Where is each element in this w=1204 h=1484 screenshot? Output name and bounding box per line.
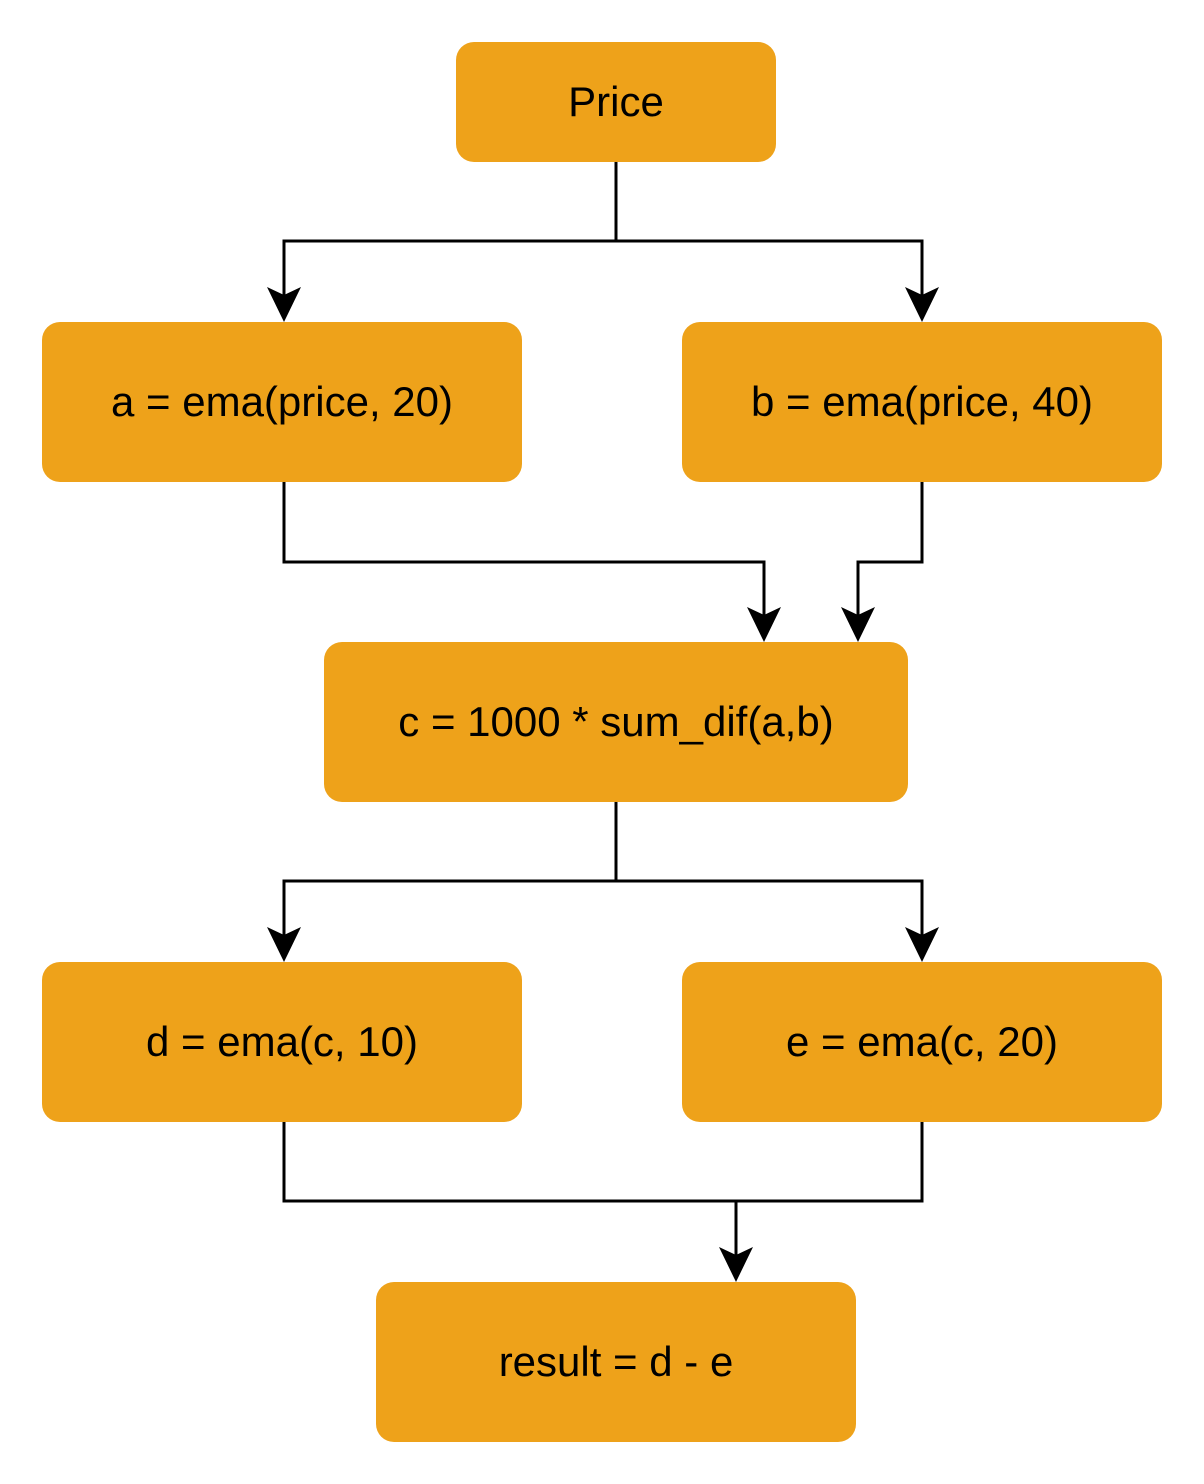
edge-d-to-result (282, 1122, 738, 1260)
arrowhead-to-d (267, 927, 301, 962)
edge-a-to-c (282, 482, 766, 620)
edge-b-to-c (856, 482, 924, 620)
node-sum-dif-c: c = 1000 * sum_dif(a,b) (324, 642, 908, 802)
node-ema-b: b = ema(price, 40) (682, 322, 1162, 482)
node-price: Price (456, 42, 776, 162)
arrowhead-a-to-c (747, 607, 781, 642)
edge-e-to-result (734, 1122, 924, 1260)
arrowhead-to-e (905, 927, 939, 962)
arrowhead-to-a (267, 287, 301, 322)
arrowhead-to-result (719, 1247, 753, 1282)
edge-price-to-a (282, 162, 618, 300)
edge-c-to-e (614, 802, 924, 940)
node-result: result = d - e (376, 1282, 856, 1442)
arrowhead-to-b (905, 287, 939, 322)
node-ema-a: a = ema(price, 20) (42, 322, 522, 482)
edge-c-to-d (282, 802, 618, 940)
node-ema-d: d = ema(c, 10) (42, 962, 522, 1122)
edge-price-to-b (614, 162, 924, 300)
node-ema-e: e = ema(c, 20) (682, 962, 1162, 1122)
arrowhead-b-to-c (841, 607, 875, 642)
